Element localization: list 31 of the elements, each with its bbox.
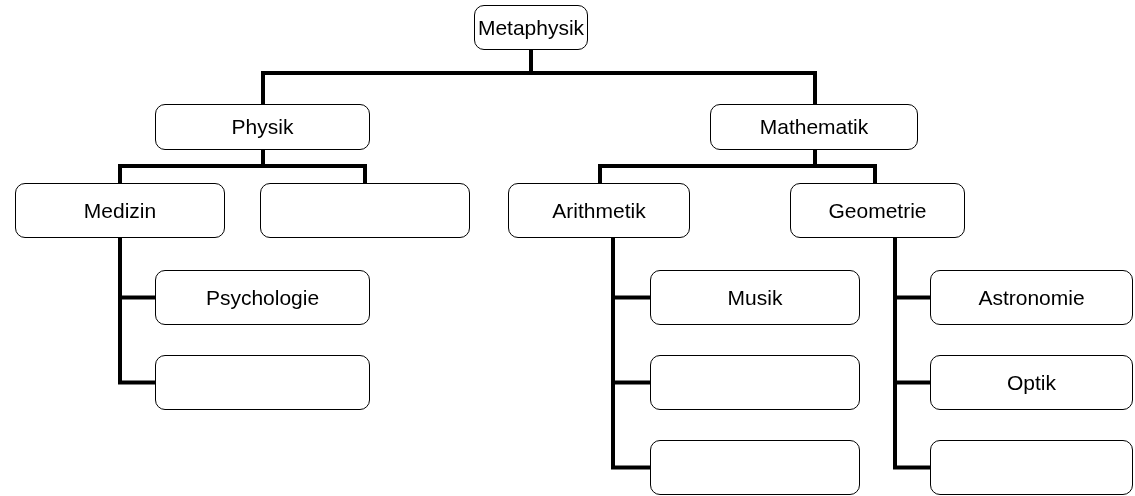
empty-box [650,355,860,410]
connector-line [893,238,930,470]
box [508,183,690,238]
empty-box [155,355,370,410]
node-label: Metaphysik [477,15,585,40]
node-label: Astronomie [978,285,1085,310]
node-label: Mathematik [759,115,869,139]
box [710,104,918,150]
connector-line [529,50,817,104]
node-label: Psychologie [205,285,320,310]
connector-line [813,150,877,183]
connector-line [118,238,155,385]
connector-line [261,150,367,183]
node-label: Medizin [83,198,157,223]
box [930,270,1133,325]
empty-box [650,440,860,495]
box [930,355,1133,410]
node-label: Arithmetik [552,198,646,223]
node-label: Optik [1007,370,1056,395]
box [650,270,860,325]
node-label: Physik [231,115,294,139]
box [790,183,965,238]
node-label: Musik [727,285,783,310]
box [474,5,588,50]
connector-line [611,238,650,470]
node-label: Geometrie [828,198,927,223]
empty-box [260,183,470,238]
empty-box [930,440,1133,495]
box [15,183,225,238]
box [155,270,370,325]
box [155,104,370,150]
